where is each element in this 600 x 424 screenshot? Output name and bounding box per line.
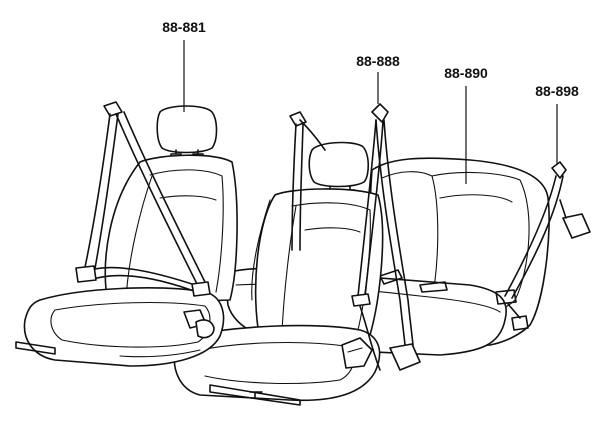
rear-right-seat-belt: [495, 161, 591, 331]
callout-88-881: 88-881: [162, 19, 206, 35]
front-passenger-seat: [173, 141, 384, 406]
callout-88-898: 88-898: [535, 83, 579, 99]
rear-center-seat-belt: [351, 103, 421, 371]
front-seat-belt: [75, 101, 211, 297]
callout-88-890: 88-890: [444, 65, 488, 81]
callout-88-888: 88-888: [356, 53, 400, 69]
pillar-seat-belt: [289, 111, 326, 251]
front-driver-seat: [15, 105, 238, 367]
